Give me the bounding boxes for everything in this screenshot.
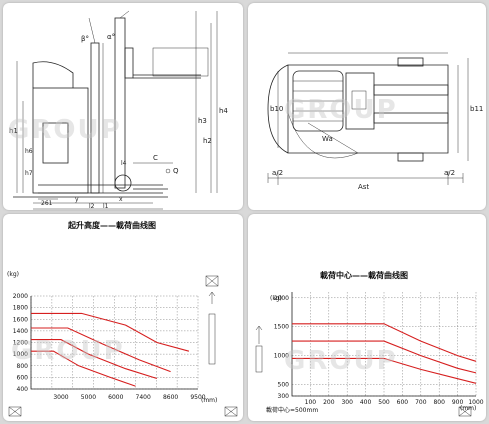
pallet-icon [458,406,472,417]
chart1-ytick: 1400 [13,328,28,335]
chart1-ytick: 1200 [13,340,28,347]
x-label: x [119,196,123,203]
watermark-left: GROUP [8,115,122,145]
load-centre-chart-panel: 載荷中心——載荷曲线图 (kg) (mm) 載荷中心=500mm 300 500 1… [248,214,486,421]
y-label: y [75,196,79,203]
l4-label: l4 [121,160,127,167]
mast-icon-left [255,345,263,373]
chart2-axes [291,292,476,397]
chart2-ytick: 1500 [274,324,289,331]
wa-label: Wa [322,135,333,143]
chart2-ytick: 300 [278,393,290,400]
load-box [152,47,209,77]
chart2-xtick: 900 [452,399,464,406]
ast-label: Ast [358,183,369,191]
chart2-xlabel: (mm) [460,405,476,412]
load-centre-chart: 載荷中心——載荷曲线图 (kg) (mm) 載荷中心=500mm 300 500 1… [255,270,484,417]
chart1-ytick: 1800 [13,305,28,312]
chart1-xtick: 7400 [136,394,151,401]
plan-view-drawing: b10 b11 Wa a/2 a/2 Ast GROUP [267,52,483,191]
plan-view-panel: b10 b11 Wa a/2 a/2 Ast GROUP [248,3,486,210]
h1-label: h1 [9,127,18,135]
fork-upper [373,84,449,96]
watermark-right: GROUP [284,95,398,125]
chart1-ytick: 1600 [13,316,28,323]
dim-261-label: 261 [41,200,53,207]
chart1-series-line [31,312,190,352]
chart1-axes [30,296,198,390]
a2-left-label: a/2 [272,169,283,177]
watermark-chart1: GROUP [11,336,125,366]
chart2-xtick: 500 [378,399,390,406]
beta-label: β° [81,35,89,43]
load-icon [205,275,219,287]
pallet-icon-left [8,406,22,417]
operator-compartment [42,122,69,164]
chart2-ytick: 500 [278,381,290,388]
chart1-ytick: 800 [17,363,29,370]
chart2-series-line [292,357,477,384]
pallet-icon-right [224,406,238,417]
wheel [114,174,132,192]
chart1-xtick: 6000 [108,394,123,401]
chart2-series-line [292,340,477,374]
a2-right-label: a/2 [444,169,455,177]
up-arrow-icon [255,325,263,344]
h6-label: h6 [25,148,33,155]
side-view-drawing: β° α° h1 h6 h7 h3 h2 h4 l4 C Q 261 y x l… [8,10,228,210]
h4-label: h4 [219,107,228,115]
chart1-xlabel: (mm) [201,397,217,404]
chart1-series-line [31,350,136,387]
chart2-ylabel: (kg) [270,295,282,302]
b11-label: b11 [470,105,483,113]
lift-height-chart-panel: 起升高度——載荷曲线图 (kg) (mm) 400 600 800 1000 1200 1… [3,214,243,421]
alpha-label: α° [107,33,115,41]
chart2-ytick: 2000 [274,295,289,302]
mast-box [345,72,375,130]
b10-label: b10 [270,105,283,113]
mast-icon [208,313,216,365]
chart2-xtick: 1000 [468,399,483,406]
chart1-ytick: 400 [17,386,29,393]
chart1-xtick: 9500 [190,394,205,401]
h3-label: h3 [198,117,207,125]
chart2-note: 載荷中心=500mm [266,406,318,414]
watermark-chart2: GROUP [284,346,398,376]
q-label: Q [173,167,179,175]
h7-label: h7 [25,170,33,177]
lift-height-chart: 起升高度——載荷曲线图 (kg) (mm) 400 600 800 1000 1200 1… [7,220,238,417]
fork-lower [373,112,449,124]
chart1-ytick: 1000 [13,351,28,358]
truck-outline [287,64,449,154]
chart1-ytick: 2000 [13,293,28,300]
chart1-ytick: 600 [17,374,29,381]
chart2-title: 載荷中心——載荷曲线图 [320,270,408,280]
side-view-panel: β° α° h1 h6 h7 h3 h2 h4 l4 C Q 261 y x l… [3,3,243,210]
chart1-series-line [31,327,171,373]
carriage [124,47,134,79]
l2-label: l2 [89,203,95,210]
l1-label: l1 [103,203,109,210]
chart1-xtick: 3000 [53,394,68,401]
chart1-xtick: 5000 [81,394,96,401]
chart2-xtick: 100 [305,399,317,406]
chart2-xtick: 400 [360,399,372,406]
chart1-title: 起升高度——載荷曲线图 [67,220,156,230]
chart2-xtick: 800 [433,399,445,406]
chart2-series-line [292,323,477,362]
chart2-xtick: 200 [323,399,335,406]
chart2-xtick: 600 [397,399,409,406]
chart1-series-line [31,339,158,380]
chart1-ylabel: (kg) [7,271,19,278]
chart2-xtick: 700 [415,399,427,406]
chart2-xtick: 300 [341,399,353,406]
h2-label: h2 [203,137,212,145]
operator-guard [32,61,74,88]
chart1-xtick: 8600 [163,394,178,401]
c-label: C [153,154,158,162]
chart2-ytick: 1000 [274,353,289,360]
